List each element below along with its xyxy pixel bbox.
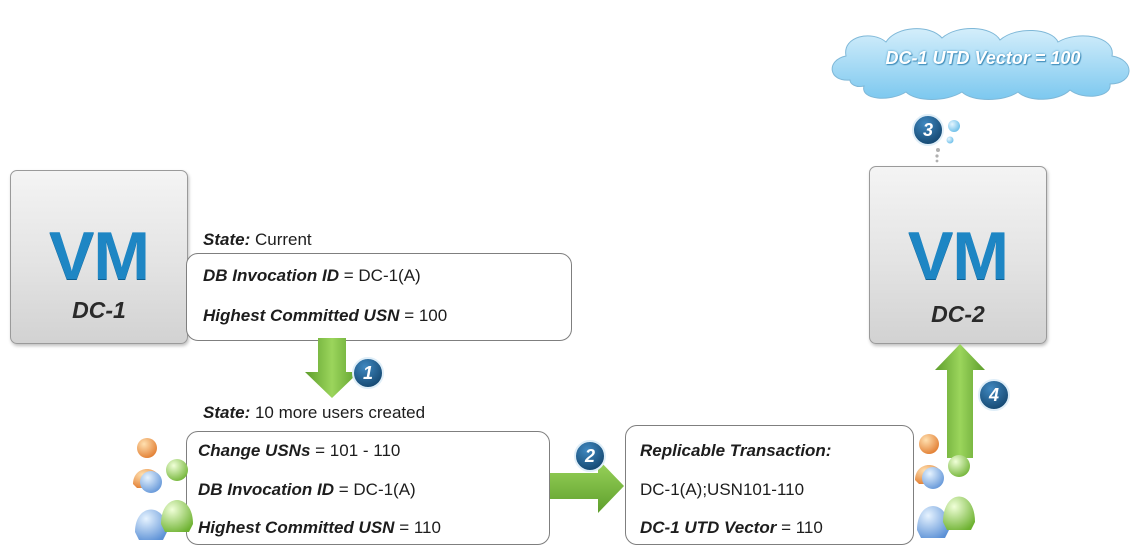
state-value: 10 more users created	[254, 403, 426, 422]
transaction-line-2: DC-1(A);USN101-110	[640, 480, 805, 499]
users-group-icon	[133, 438, 193, 540]
step-4-badge	[978, 379, 1010, 411]
cloud-shape	[831, 27, 1130, 100]
state-label: State:	[203, 403, 251, 422]
row-label: DB Invocation ID	[203, 266, 340, 285]
row-value: = 110	[394, 518, 441, 537]
state1-box	[186, 253, 572, 341]
state2-box	[186, 431, 550, 545]
state1-row-1: DB Invocation ID = DC-1(A)	[203, 266, 421, 286]
arrow-step-2	[548, 459, 624, 513]
step-2-badge	[574, 440, 606, 472]
step-2-number: 2	[584, 446, 595, 466]
row-value: = 101 - 110	[310, 441, 401, 460]
step-3-badge	[912, 114, 944, 146]
state1-title: State: Current	[203, 230, 312, 250]
users-group-icon	[915, 434, 975, 538]
row-value: = 110	[776, 518, 823, 537]
arrow-step-4	[935, 344, 985, 458]
row-label: DC-1 UTD Vector	[640, 518, 777, 537]
step-1-number: 1	[362, 363, 373, 383]
state2-title: State: 10 more users created	[203, 403, 425, 423]
thought-bubbles	[935, 120, 960, 163]
transaction-box	[625, 425, 914, 545]
state2-row-3: Highest Committed USN = 110	[198, 518, 441, 538]
vm-logo: VM	[49, 218, 150, 294]
row-label: Highest Committed USN	[203, 306, 400, 325]
transaction-line-3: DC-1 UTD Vector = 110	[640, 518, 823, 538]
cloud-text: DC-1 UTD Vector = 100	[885, 48, 1081, 68]
state-label: State:	[203, 230, 251, 249]
vm-name: DC-2	[931, 301, 985, 327]
arrow-step-1	[305, 338, 359, 398]
state-value: Current	[254, 230, 312, 249]
vm-dc1-box: VM DC-1	[10, 170, 188, 344]
step-3-number: 3	[922, 120, 933, 140]
vm-name: DC-1	[72, 297, 126, 323]
transaction-title: Replicable Transaction:	[640, 441, 831, 461]
row-label: Highest Committed USN	[198, 518, 395, 537]
row-value: = DC-1(A)	[334, 480, 416, 499]
step-4-number: 4	[988, 385, 999, 405]
row-label: DB Invocation ID	[198, 480, 335, 499]
row-label: Change USNs	[198, 441, 311, 460]
transaction-title-text: Replicable Transaction:	[640, 441, 832, 460]
state2-row-1: Change USNs = 101 - 110	[198, 441, 400, 461]
state1-row-2: Highest Committed USN = 100	[203, 306, 447, 326]
row-value: = 100	[399, 306, 448, 325]
step-1-badge	[352, 357, 384, 389]
vm-dc2-box: VM DC-2	[869, 166, 1047, 344]
state2-row-2: DB Invocation ID = DC-1(A)	[198, 480, 416, 500]
row-value: = DC-1(A)	[339, 266, 421, 285]
vm-logo: VM	[908, 218, 1009, 294]
